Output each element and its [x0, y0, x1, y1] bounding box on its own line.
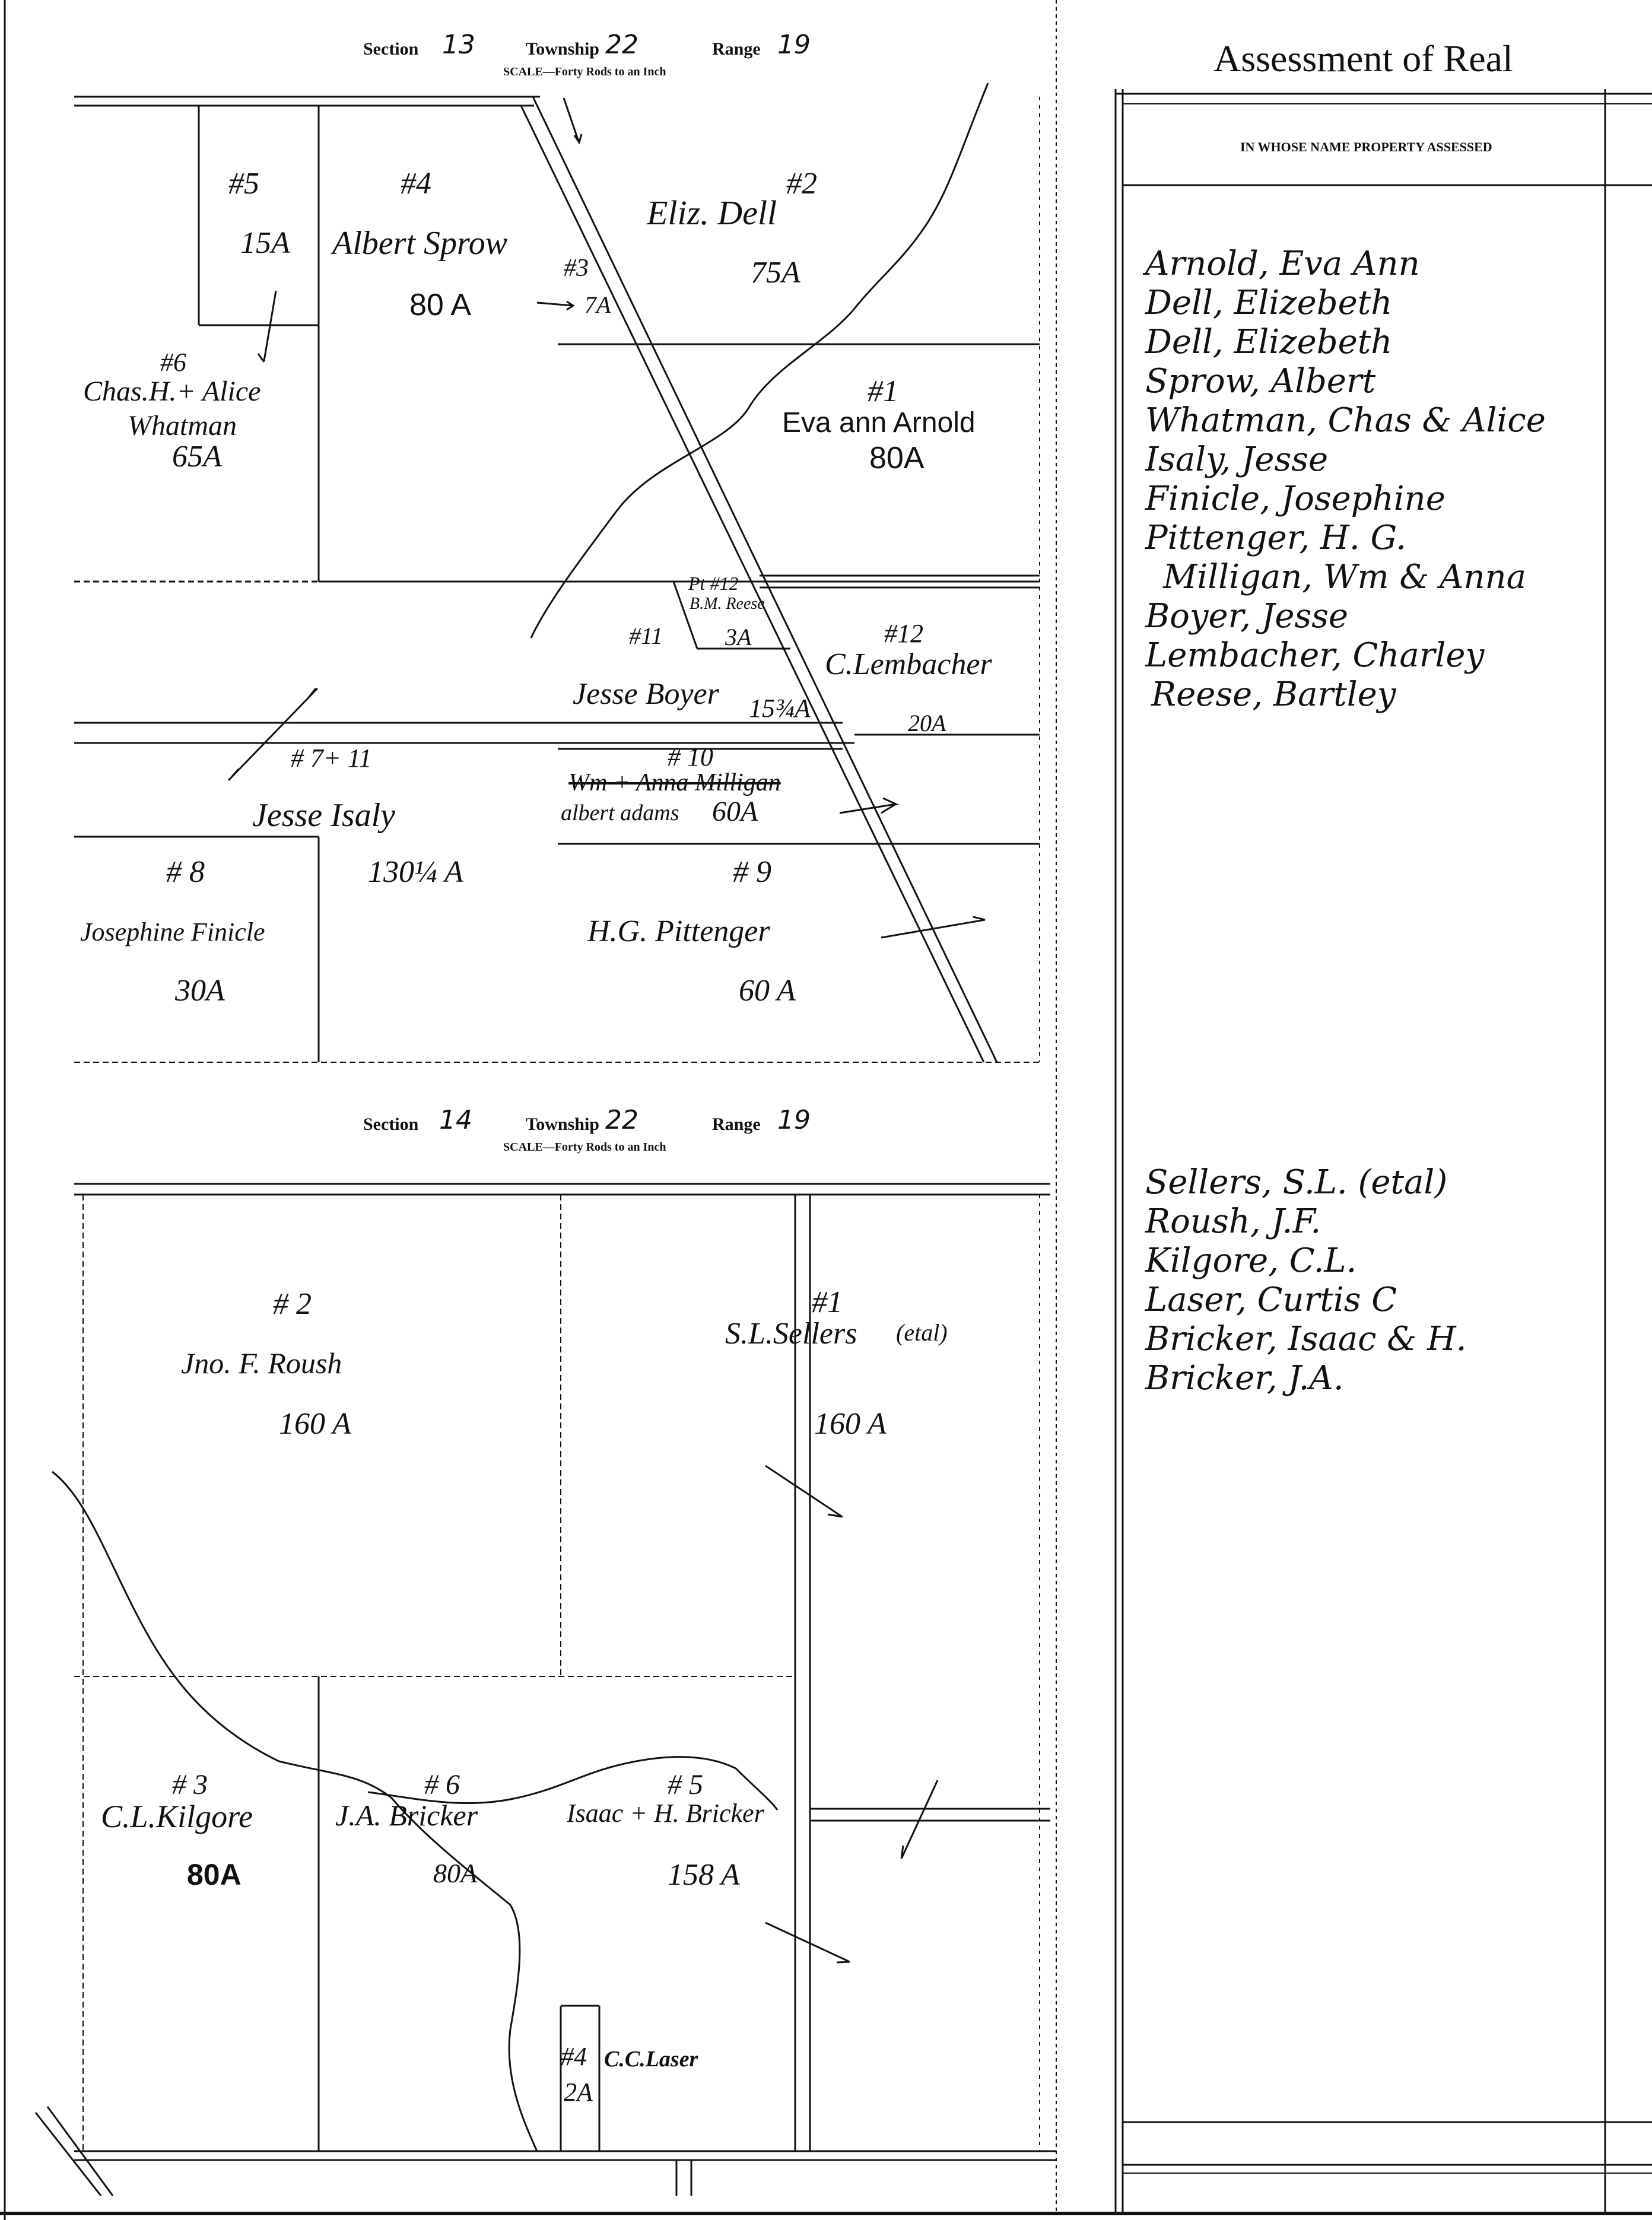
parcel-owner: C.C.Laser	[604, 2047, 698, 2072]
parcel-area: 130¼ A	[368, 855, 463, 889]
parcel-owner: J.A. Bricker	[335, 1799, 478, 1832]
owner-entry: Arnold, Eva Ann	[1145, 244, 1420, 283]
owner-entry: Finicle, Josephine	[1145, 479, 1446, 518]
parcel-area: 3A	[725, 624, 752, 650]
parcel-area: 80A	[869, 441, 925, 475]
parcel-number: # 9	[733, 855, 771, 889]
ledger-title: Assessment of Real	[1213, 37, 1513, 80]
parcel-owner: C.Lembacher	[825, 647, 992, 681]
parcel-area: 160 A	[279, 1407, 351, 1441]
parcel-number: Pt #12	[688, 573, 739, 594]
owner-entry: Whatman, Chas & Alice	[1145, 401, 1546, 440]
parcel-area: 60 A	[739, 974, 796, 1008]
parcel-number: #12	[884, 619, 923, 648]
owner-entry: Isaly, Jesse	[1145, 440, 1329, 479]
parcel-number: #4	[561, 2042, 587, 2071]
owner-entry: Reese, Bartley	[1151, 675, 1396, 714]
parcel-area: 30A	[175, 974, 225, 1008]
range-number: 19	[777, 30, 811, 60]
range-label: Range	[712, 1114, 761, 1134]
owner-entry: Boyer, Jesse	[1145, 597, 1349, 636]
parcel-owner: S.L.Sellers	[725, 1317, 857, 1351]
township-number: 22	[605, 1105, 638, 1135]
parcel-owner: Jno. F. Roush	[181, 1346, 342, 1380]
parcel-number: #3	[564, 255, 589, 282]
parcel-number: # 5	[668, 1769, 703, 1800]
parcel-area: 160 A	[814, 1407, 887, 1441]
parcel-owner: Isaac + H. Bricker	[567, 1799, 764, 1828]
parcel-area: 20A	[908, 710, 946, 736]
owner-entry: Sellers, S.L. (etal)	[1145, 1163, 1448, 1202]
parcel-owner: B.M. Reese	[690, 595, 765, 613]
parcel-area: 75A	[751, 256, 800, 290]
parcel-number: #11	[629, 623, 663, 649]
parcel-number: #5	[228, 167, 259, 201]
section-number: 13	[442, 30, 475, 60]
parcel-area: 15¾A	[749, 694, 811, 723]
parcel-owner: Chas.H.+ Alice	[83, 376, 261, 407]
owner-entry: Kilgore, C.L.	[1145, 1241, 1357, 1280]
parcel-number: #6	[160, 348, 186, 377]
range-label: Range	[712, 39, 761, 59]
parcel-area: 65A	[172, 440, 222, 474]
range-number: 19	[777, 1105, 811, 1135]
section-number: 14	[439, 1105, 472, 1135]
parcel-old-owner: Wm + Anna Milligan	[568, 769, 781, 796]
township-number: 22	[605, 30, 638, 60]
parcel-number: #4	[401, 167, 431, 201]
parcel-owner: C.L.Kilgore	[101, 1799, 253, 1834]
owner-entry: Bricker, J.A.	[1145, 1359, 1344, 1398]
parcel-number: # 10	[668, 742, 713, 771]
parcel-number: # 2	[273, 1287, 312, 1321]
parcel-owner: albert adams	[561, 801, 679, 825]
section-label: Section	[363, 39, 419, 59]
parcel-owner: Josephine Finicle	[80, 917, 265, 947]
parcel-area: 60A	[712, 796, 758, 827]
owner-entry: Dell, Elizebeth	[1145, 284, 1393, 322]
township-label: Township	[526, 1114, 599, 1134]
parcel-number: #1	[868, 374, 898, 408]
owner-entry: Sprow, Albert	[1145, 362, 1376, 401]
scale-note: SCALE—Forty Rods to an Inch	[503, 65, 666, 78]
parcel-number: # 8	[166, 855, 205, 889]
owner-entry: Milligan, Wm & Anna	[1163, 558, 1526, 596]
parcel-owner: Jesse Isaly	[252, 797, 396, 834]
parcel-area: 80 A	[409, 288, 472, 322]
parcel-number: # 6	[424, 1769, 460, 1800]
parcel-owner: Jesse Boyer	[573, 677, 719, 711]
parcel-number: # 7+ 11	[291, 744, 372, 773]
parcel-area: 80A	[187, 1858, 242, 1891]
parcel-owner: Albert Sprow	[332, 225, 508, 262]
parcel-owner: Eva ann Arnold	[782, 407, 976, 439]
parcel-area: 15A	[240, 226, 290, 260]
parcel-area: 2A	[564, 2078, 593, 2107]
scale-note: SCALE—Forty Rods to an Inch	[503, 1141, 666, 1154]
owner-entry: Roush, J.F.	[1145, 1202, 1321, 1241]
parcel-area: 158 A	[668, 1858, 740, 1892]
ledger-column-header: IN WHOSE NAME PROPERTY ASSESSED	[1240, 139, 1492, 154]
parcel-owner: Whatman	[128, 410, 237, 442]
parcel-area: 80A	[433, 1858, 478, 1888]
parcel-number: # 3	[172, 1769, 208, 1800]
township-label: Township	[526, 39, 599, 59]
owner-entry: Pittenger, H. G.	[1145, 519, 1406, 557]
section-label: Section	[363, 1114, 419, 1134]
parcel-number: #1	[812, 1285, 843, 1319]
parcel-note: (etal)	[896, 1319, 948, 1346]
owner-entry: Bricker, Isaac & H.	[1145, 1320, 1467, 1358]
owner-entry: Dell, Elizebeth	[1145, 323, 1393, 361]
parcel-number: #2	[786, 167, 817, 201]
parcel-owner: Eliz. Dell	[647, 193, 777, 232]
owner-entry: Lembacher, Charley	[1145, 636, 1485, 675]
parcel-area: 7A	[584, 291, 611, 318]
parcel-owner: H.G. Pittenger	[587, 914, 770, 948]
owner-entry: Laser, Curtis C	[1145, 1281, 1397, 1319]
